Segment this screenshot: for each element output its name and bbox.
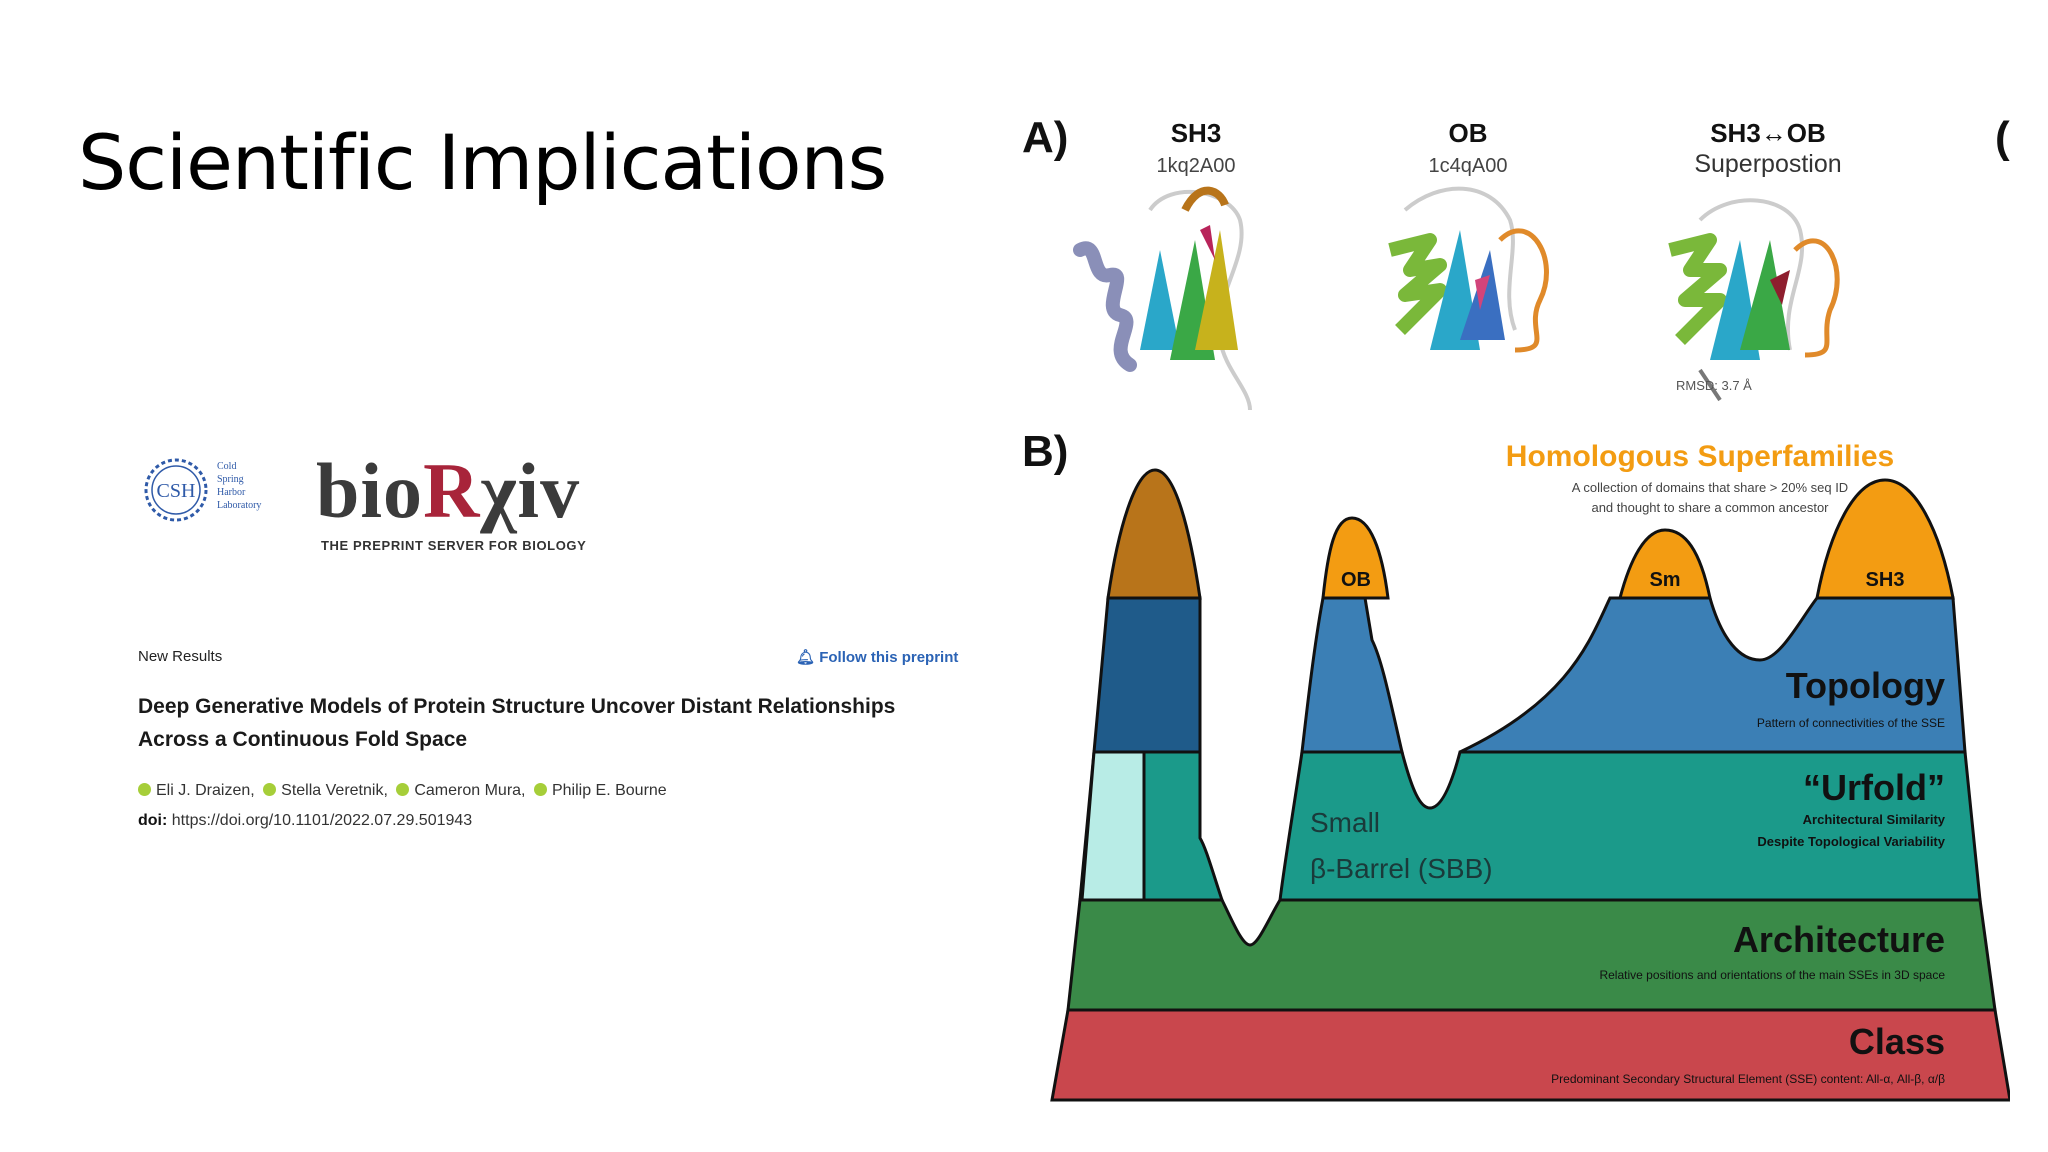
class-desc: Predominant Secondary Structural Element… xyxy=(1551,1072,1945,1086)
urfold-left-box xyxy=(1080,750,1146,902)
author-name[interactable]: Eli J. Draizen, xyxy=(156,782,255,799)
structure-id: 1kq2A00 xyxy=(1157,155,1236,177)
orcid-icon xyxy=(533,783,547,796)
panel-a-label: A) xyxy=(1022,113,1068,162)
topology-desc: Pattern of connectivities of the SSE xyxy=(1757,716,1945,730)
biorxiv-tagline: THE PREPRINT SERVER FOR BIOLOGY xyxy=(321,538,587,553)
sh3-structure-image xyxy=(1073,186,1252,411)
structure-id: 1c4qA00 xyxy=(1429,155,1508,177)
urfold-right-region xyxy=(1278,750,1982,902)
left-peak xyxy=(1106,468,1202,600)
bell-icon: 🔔︎ xyxy=(796,649,820,666)
panel-b-label: B) xyxy=(1022,427,1068,476)
csh-logo-text: CSH xyxy=(157,480,196,502)
author-name[interactable]: Stella Veretnik, xyxy=(281,782,388,799)
peak-label: OB xyxy=(1341,569,1371,591)
peak-label: Sm xyxy=(1649,569,1680,591)
architecture-title: Architecture xyxy=(1733,919,1945,960)
author-name[interactable]: Philip E. Bourne xyxy=(551,782,667,799)
orcid-icon xyxy=(263,783,277,796)
panel-c-partial-label: ( xyxy=(1995,113,2010,162)
sm-peak xyxy=(1618,528,1712,600)
sh3-peak xyxy=(1815,478,1955,600)
class-title: Class xyxy=(1849,1021,1945,1062)
rmsd-label: RMSD: 3.7 Å xyxy=(1676,378,1752,393)
topology-title: Topology xyxy=(1786,665,1945,706)
biorxiv-logo: bioRχiv xyxy=(316,447,581,534)
superfamilies-title: Homologous Superfamilies xyxy=(1506,440,1894,473)
superfamilies-desc: and thought to share a common ancestor xyxy=(1591,500,1829,515)
section-label: New Results xyxy=(138,648,223,665)
author-list: Eli J. Draizen, Stella Veretnik, Cameron… xyxy=(138,782,671,800)
architecture-desc: Relative positions and orientations of t… xyxy=(1599,968,1945,982)
urfold-title: “Urfold” xyxy=(1803,767,1945,808)
doi-link[interactable]: https://doi.org/10.1101/2022.07.29.50194… xyxy=(171,812,473,829)
doi-line: doi: https://doi.org/10.1101/2022.07.29.… xyxy=(138,812,473,829)
follow-preprint-link[interactable]: 🔔︎ Follow this preprint xyxy=(796,649,959,666)
csh-label: Cold Spring Harbor Laboratory xyxy=(217,461,262,511)
peak-label: SH3 xyxy=(1866,569,1905,591)
orcid-icon xyxy=(396,783,410,796)
ob-structure-image xyxy=(1388,186,1549,353)
urfold-desc: Despite Topological Variability xyxy=(1757,834,1945,849)
structure-id: Superpostion xyxy=(1694,150,1841,178)
csh-logo: CSH xyxy=(144,458,208,522)
structure-name: SH3 xyxy=(1171,118,1222,148)
structure-name: OB xyxy=(1449,118,1488,148)
fold-hierarchy-figure: A) ( SH3 1kq2A00 OB 1c4qA00 SH3↔OB Super… xyxy=(1022,113,2010,1102)
paper-title[interactable]: Deep Generative Models of Protein Struct… xyxy=(138,695,896,751)
structure-name: SH3↔OB xyxy=(1710,118,1826,148)
urfold-desc: Architectural Similarity xyxy=(1803,812,1946,827)
superposition-structure-image xyxy=(1668,198,1840,402)
topology-left-block xyxy=(1092,596,1202,754)
author-name[interactable]: Cameron Mura, xyxy=(414,782,526,799)
superfamilies-desc: A collection of domains that share > 20%… xyxy=(1572,480,1848,495)
orcid-icon xyxy=(138,783,151,796)
ob-peak xyxy=(1321,516,1390,600)
slide-title: Scientific Implications xyxy=(78,118,887,207)
sbb-label: Small xyxy=(1310,807,1380,838)
sbb-label: β-Barrel (SBB) xyxy=(1310,853,1493,884)
